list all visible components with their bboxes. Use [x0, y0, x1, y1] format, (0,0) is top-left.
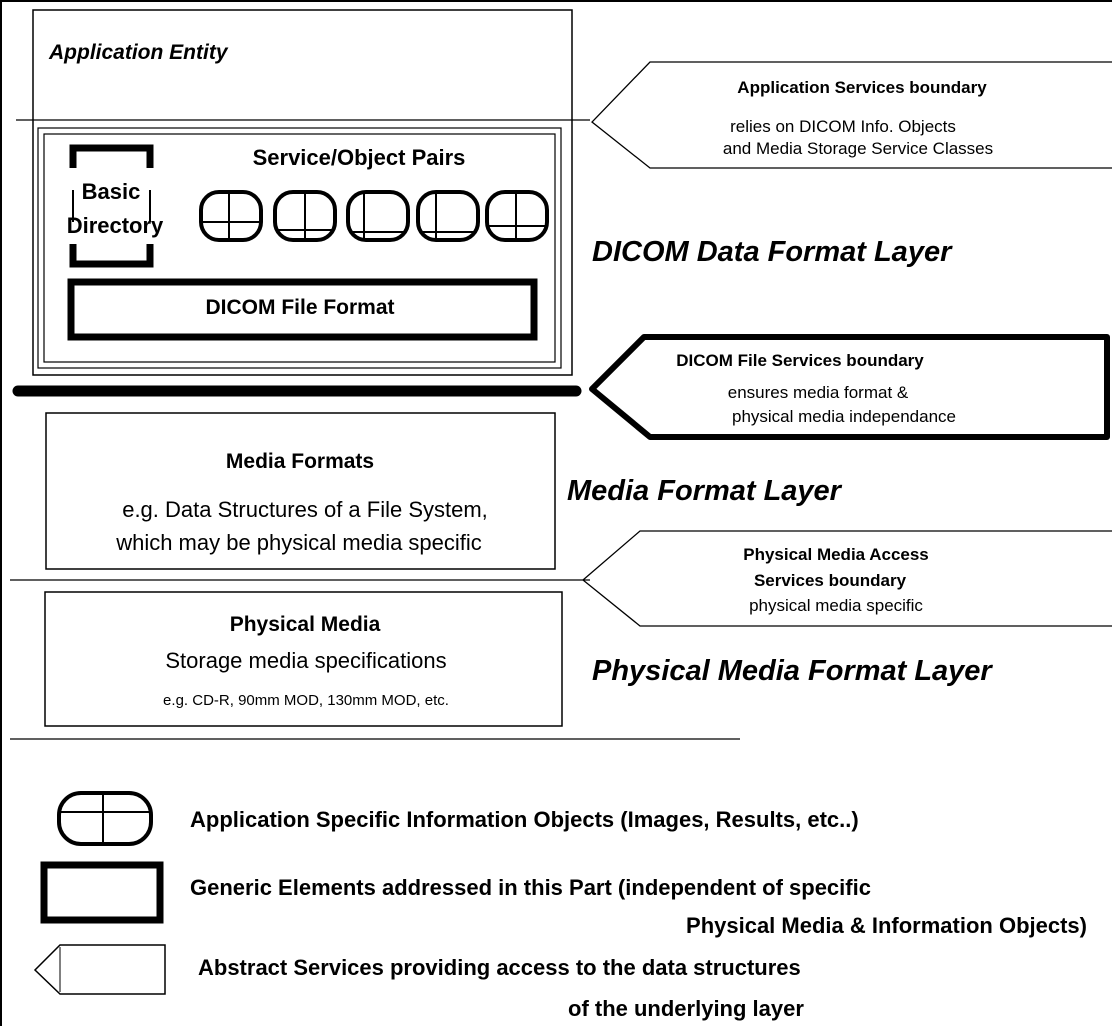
legend-info-object-icon	[57, 791, 153, 846]
info-object-icons	[199, 190, 549, 242]
legend-generic-element-icon	[40, 861, 164, 924]
application-entity-box	[32, 9, 573, 376]
legend-generic-elements-line2: Physical Media & Information Objects)	[686, 913, 1087, 938]
media-formats-line2: which may be physical media specific	[116, 530, 482, 555]
physical-media-access-line1: physical media specific	[749, 596, 923, 615]
media-formats-title: Media Formats	[225, 450, 375, 473]
data-format-box-inner	[43, 133, 556, 363]
media-formats-box	[45, 412, 556, 570]
physical-media-format-layer-label: Physical Media Format Layer	[592, 655, 992, 687]
application-services-arrow	[591, 61, 1112, 169]
dicom-file-format-box	[67, 278, 538, 341]
service-object-pairs-label: Service/Object Pairs	[252, 145, 466, 170]
media-formats-line1: e.g. Data Structures of a File System,	[122, 497, 488, 522]
application-services-boundary-line1: relies on DICOM Info. Objects	[730, 117, 956, 136]
legend-generic-elements-line1: Generic Elements addressed in this Part …	[190, 875, 871, 900]
dicom-file-format-label: DICOM File Format	[205, 296, 395, 319]
physical-media-access-title-line2: Services boundary	[753, 571, 907, 590]
info-object-icon-1	[199, 190, 263, 242]
info-object-icon-4	[416, 190, 480, 242]
legend-abstract-services-line2: of the underlying layer	[568, 996, 804, 1021]
basic-directory-icon	[69, 144, 154, 268]
dicom-data-format-layer-label: DICOM Data Format Layer	[592, 236, 952, 268]
physical-media-line2: e.g. CD-R, 90mm MOD, 130mm MOD, etc.	[163, 692, 449, 709]
file-services-boundary-line2: physical media independance	[732, 407, 956, 426]
info-object-icon-2	[273, 190, 337, 242]
file-services-arrow	[589, 334, 1110, 440]
legend-info-objects-label: Application Specific Information Objects…	[190, 807, 859, 832]
legend-abstract-service-icon	[33, 944, 166, 995]
data-format-box	[37, 127, 562, 369]
application-entity-label: Application Entity	[49, 41, 228, 64]
media-format-layer-label: Media Format Layer	[567, 475, 841, 507]
physical-media-title: Physical Media	[229, 613, 381, 636]
physical-media-access-arrow	[581, 530, 1112, 627]
physical-media-box	[44, 591, 563, 727]
basic-directory-label-line2: Directory	[66, 213, 164, 238]
physical-media-line1: Storage media specifications	[165, 648, 447, 673]
file-services-boundary-line1: ensures media format &	[727, 383, 909, 402]
basic-directory-label-line1: Basic	[81, 179, 141, 204]
info-object-icon-5	[485, 190, 549, 242]
info-object-icon-3	[346, 190, 410, 242]
application-services-boundary-line2: and Media Storage Service Classes	[722, 139, 994, 158]
legend-abstract-services-line1: Abstract Services providing access to th…	[198, 955, 801, 980]
file-services-boundary-title: DICOM File Services boundary	[676, 351, 924, 370]
physical-media-access-title-line1: Physical Media Access	[743, 545, 929, 564]
application-services-boundary-title: Application Services boundary	[737, 78, 987, 97]
